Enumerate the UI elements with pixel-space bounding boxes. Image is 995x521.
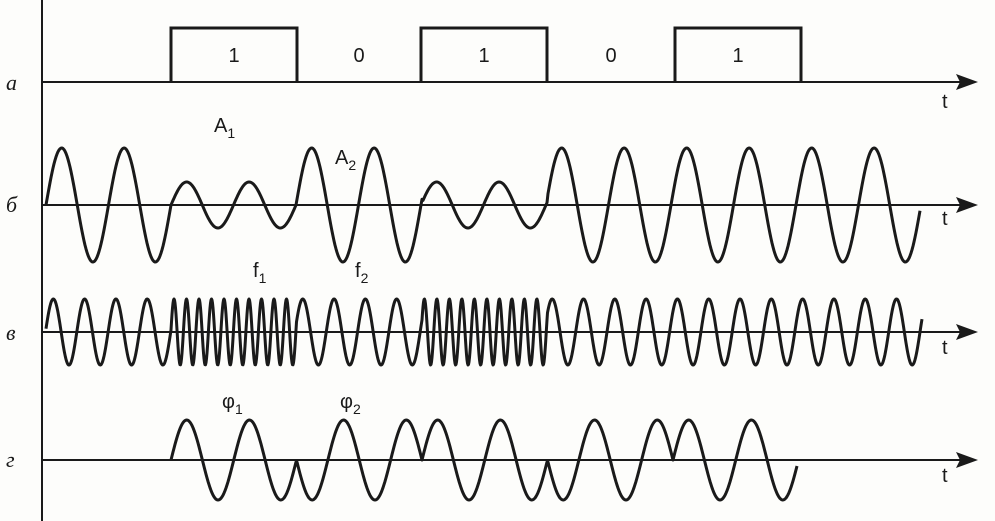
bit-label-3: 1 [478, 45, 489, 67]
row-label-g: г [6, 447, 15, 472]
axis-label-t-v: t [942, 337, 948, 359]
label-frequency-2: f2 [355, 260, 369, 286]
bit-label-1: 1 [228, 45, 239, 67]
frequency-modulated-wave [44, 297, 924, 367]
label-amplitude-2: A2 [335, 147, 356, 173]
row-label-a: а [6, 70, 17, 95]
time-axis-b: t [42, 197, 978, 230]
label-phase-2: φ2 [340, 391, 361, 417]
bit-label-2: 0 [353, 45, 364, 67]
label-amplitude-1: A1 [214, 115, 235, 141]
bit-label-5: 1 [732, 45, 743, 67]
label-frequency-1: f1 [253, 260, 267, 286]
phase-modulated-wave [169, 418, 799, 502]
amplitude-modulated-wave [44, 146, 922, 264]
row-label-v: в [6, 320, 16, 345]
label-phase-1: φ1 [222, 391, 243, 417]
bit-label-4: 0 [605, 45, 616, 67]
axis-label-t-a: t [942, 91, 948, 113]
time-axis-a: t [42, 74, 978, 113]
axis-label-t-g: t [942, 465, 948, 487]
row-label-b: б [6, 192, 18, 217]
digital-signal [169, 26, 803, 82]
time-axis-g: t [42, 452, 978, 487]
axis-label-t-b: t [942, 208, 948, 230]
